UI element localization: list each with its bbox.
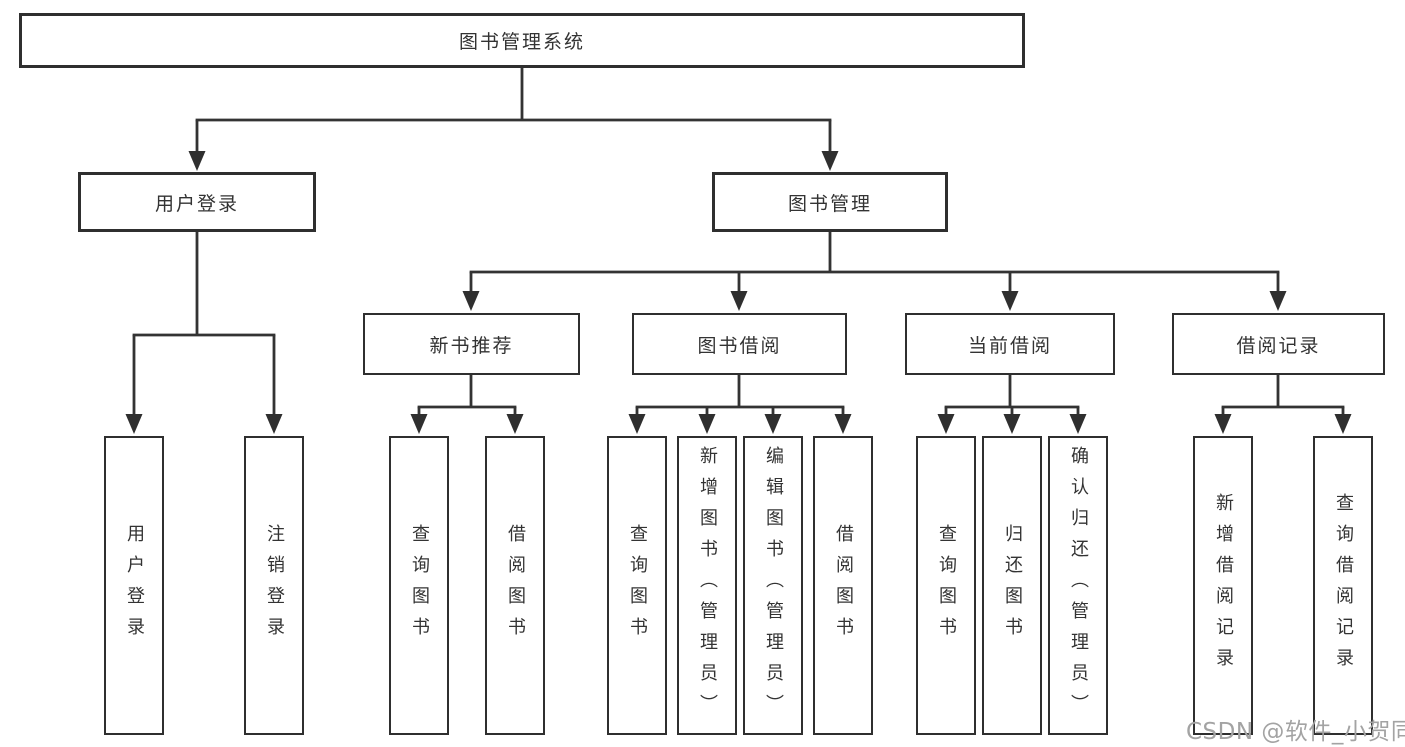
- node-book-borrow: 图书借阅: [632, 313, 847, 375]
- leaf-bb-borrow-books: 借阅图书: [813, 436, 873, 735]
- node-label: 用户登录: [124, 523, 145, 648]
- node-label: 查询图书: [627, 523, 648, 648]
- leaf-cb-query-books: 查询图书: [916, 436, 976, 735]
- node-label: 新增借阅记录: [1213, 492, 1234, 679]
- node-user-login: 用户登录: [78, 172, 316, 232]
- leaf-bb-edit-books-admin: 编辑图书（管理员）: [743, 436, 803, 735]
- node-root: 图书管理系统: [19, 13, 1025, 68]
- node-borrow-records: 借阅记录: [1172, 313, 1385, 375]
- node-label: 查询图书: [409, 523, 430, 648]
- node-label: 查询图书: [936, 523, 957, 648]
- node-book-management: 图书管理: [712, 172, 948, 232]
- node-label: 确认归还（管理员）: [1068, 446, 1089, 725]
- arrow-down-icons: [125, 151, 1352, 434]
- node-label: 查询借阅记录: [1333, 492, 1354, 679]
- leaf-user-login: 用户登录: [104, 436, 164, 735]
- node-label: 借阅记录: [1236, 334, 1321, 357]
- node-label: 借阅图书: [833, 523, 854, 648]
- leaf-nbr-borrow-books: 借阅图书: [485, 436, 545, 735]
- node-label: 新增图书（管理员）: [697, 446, 718, 725]
- leaf-br-query-record: 查询借阅记录: [1313, 436, 1373, 735]
- leaf-cb-confirm-return-admin: 确认归还（管理员）: [1048, 436, 1108, 735]
- leaf-cb-return-books: 归还图书: [982, 436, 1042, 735]
- node-current-borrow: 当前借阅: [905, 313, 1115, 375]
- leaf-bb-add-books-admin: 新增图书（管理员）: [677, 436, 737, 735]
- node-label: 用户登录: [154, 192, 239, 215]
- leaf-bb-query-books: 查询图书: [607, 436, 667, 735]
- leaf-logout: 注销登录: [244, 436, 304, 735]
- node-label: 归还图书: [1002, 523, 1023, 648]
- csdn-watermark: CSDN @软件_小贺同学: [1186, 719, 1405, 745]
- node-label: 借阅图书: [505, 523, 526, 648]
- node-label: 图书管理系统: [458, 31, 585, 53]
- node-label: 图书管理: [787, 192, 872, 215]
- leaf-br-add-record: 新增借阅记录: [1193, 436, 1253, 735]
- node-label: 编辑图书（管理员）: [763, 446, 784, 725]
- leaf-nbr-query-books: 查询图书: [389, 436, 449, 735]
- node-new-book-recommend: 新书推荐: [363, 313, 580, 375]
- node-label: 注销登录: [264, 523, 285, 648]
- node-label: 新书推荐: [429, 334, 514, 357]
- node-label: 当前借阅: [967, 334, 1052, 357]
- node-label: 图书借阅: [697, 334, 782, 357]
